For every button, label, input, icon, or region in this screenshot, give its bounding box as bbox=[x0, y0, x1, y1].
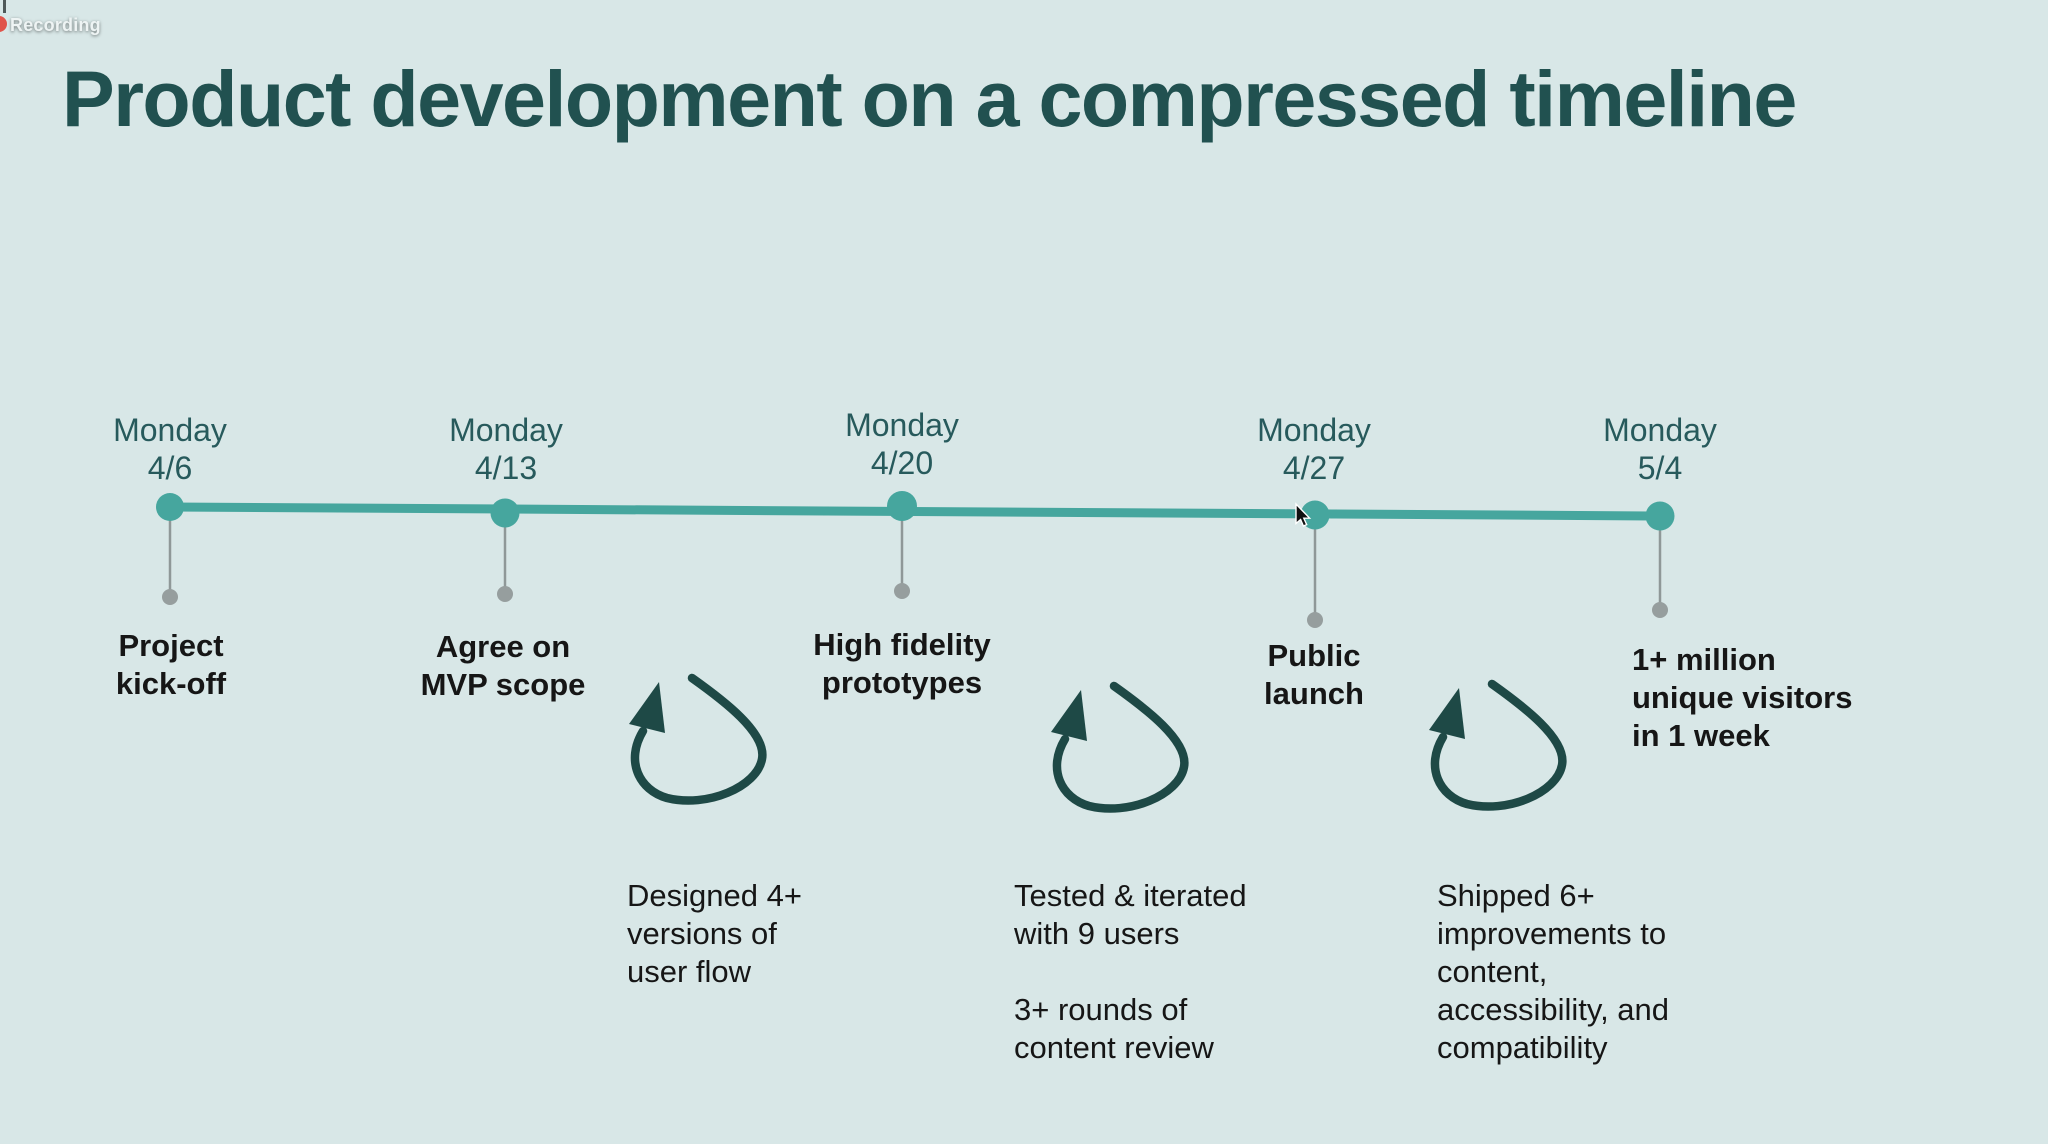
recording-dot-icon bbox=[0, 16, 7, 32]
recording-indicator: Recording bbox=[0, 0, 300, 48]
milestone-label: High fidelity prototypes bbox=[813, 627, 991, 700]
milestone-label: 1+ million unique visitors in 1 week bbox=[1632, 642, 1853, 753]
date-day: Monday bbox=[845, 407, 959, 443]
connector-end-dot bbox=[1307, 612, 1323, 628]
iteration-description: Shipped 6+ improvements to content, acce… bbox=[1437, 878, 1670, 1065]
recording-label: Recording bbox=[10, 15, 101, 35]
date-value: 4/20 bbox=[870, 445, 934, 481]
milestone-dot-5-4 bbox=[1645, 501, 1675, 531]
milestone-dot-4-6 bbox=[156, 493, 184, 521]
milestone-label: Project kick-off bbox=[115, 628, 227, 701]
date-value: 5/4 bbox=[1637, 450, 1683, 486]
date-day: Monday bbox=[1257, 412, 1371, 448]
milestone-dot-4-13 bbox=[490, 498, 520, 528]
milestone-dot-4-20 bbox=[887, 491, 917, 521]
iteration-description: Designed 4+ versions of user flow bbox=[627, 878, 802, 989]
connector-end-dot bbox=[497, 586, 513, 602]
connector-end-dot bbox=[1652, 602, 1668, 618]
mouse-cursor bbox=[1295, 502, 1312, 527]
iteration-description: Tested & iterated with 9 users 3+ rounds… bbox=[1014, 878, 1247, 1065]
slide-title: Product development on a compressed time… bbox=[62, 54, 1797, 143]
date-value: 4/27 bbox=[1282, 450, 1346, 486]
window-edge-mark bbox=[3, 0, 6, 13]
date-day: Monday bbox=[113, 412, 227, 448]
date-value: 4/13 bbox=[474, 450, 538, 486]
date-value: 4/6 bbox=[147, 450, 193, 486]
milestone-label: Public launch bbox=[1264, 638, 1364, 711]
connector-end-dot bbox=[894, 583, 910, 599]
date-day: Monday bbox=[1603, 412, 1717, 448]
milestone-label: Agree on MVP scope bbox=[420, 629, 586, 702]
date-day: Monday bbox=[449, 412, 563, 448]
milestone-dot-4-27 bbox=[1300, 500, 1330, 530]
connector-end-dot bbox=[162, 589, 178, 605]
